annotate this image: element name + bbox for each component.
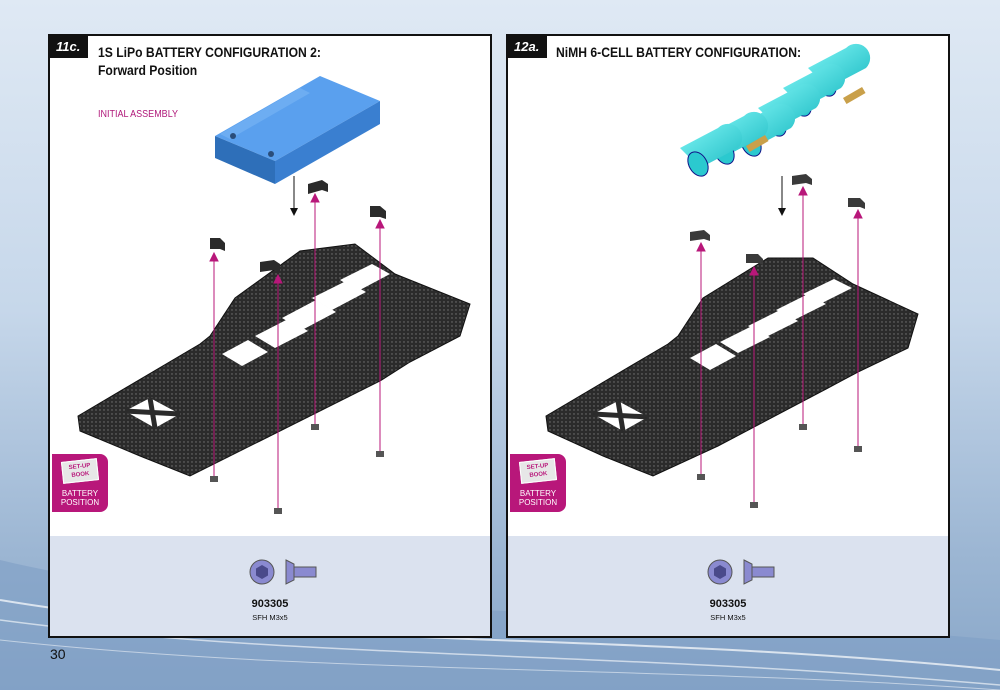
chassis-plate — [77, 243, 471, 477]
setup-book-icon: SET-UP BOOK — [518, 458, 558, 484]
assembly-diagram — [545, 43, 919, 508]
parts-box: 903305 SFH M3x5 — [50, 536, 490, 636]
screws — [697, 424, 862, 508]
part-number: 903305 — [251, 598, 289, 610]
step-title: NiMH 6-CELL BATTERY CONFIGURATION: — [556, 44, 801, 62]
screws — [210, 424, 384, 514]
step-panel-12a: 12a. NiMH 6-CELL BATTERY CONFIGURATION: — [506, 34, 950, 638]
battery-clips — [690, 174, 865, 265]
parts-box: 903305 SFH M3x5 — [508, 536, 948, 636]
step-number: 11c. — [50, 36, 89, 58]
step-title-line1: NiMH 6-CELL BATTERY CONFIGURATION: — [556, 45, 802, 60]
part-description: SFH M3x5 — [710, 613, 746, 622]
setup-book-badge: SET-UP BOOK BATTERY POSITION — [510, 454, 566, 512]
step-title-line2: Forward Position — [98, 63, 198, 78]
step-title: 1S LiPo BATTERY CONFIGURATION 2: Forward… — [98, 44, 321, 80]
chassis-plate — [545, 257, 919, 477]
assembly-diagram — [77, 76, 471, 514]
part-description: SFH M3x5 — [252, 613, 288, 622]
screw-icon — [707, 559, 775, 585]
step-subtitle: INITIAL ASSEMBLY — [98, 109, 179, 120]
screw-guide-lines — [209, 192, 385, 508]
setup-book-icon: SET-UP BOOK — [60, 458, 100, 484]
screw-icon — [249, 559, 317, 585]
page-number: 30 — [50, 646, 66, 662]
badge-label: BATTERY POSITION — [518, 489, 558, 507]
lipo-battery — [215, 76, 380, 184]
part-number: 903305 — [709, 598, 747, 610]
step-title-line1: 1S LiPo BATTERY CONFIGURATION 2: — [98, 45, 321, 60]
screw-guide-lines — [696, 185, 863, 502]
badge-label: BATTERY POSITION — [60, 489, 100, 507]
nimh-battery-pack — [680, 43, 871, 177]
setup-book-badge: SET-UP BOOK BATTERY POSITION — [52, 454, 108, 512]
battery-clips — [210, 180, 386, 272]
step-panel-11c: 11c. 1S LiPo BATTERY CONFIGURATION 2: Fo… — [48, 34, 492, 638]
step-number: 12a. — [508, 36, 548, 58]
